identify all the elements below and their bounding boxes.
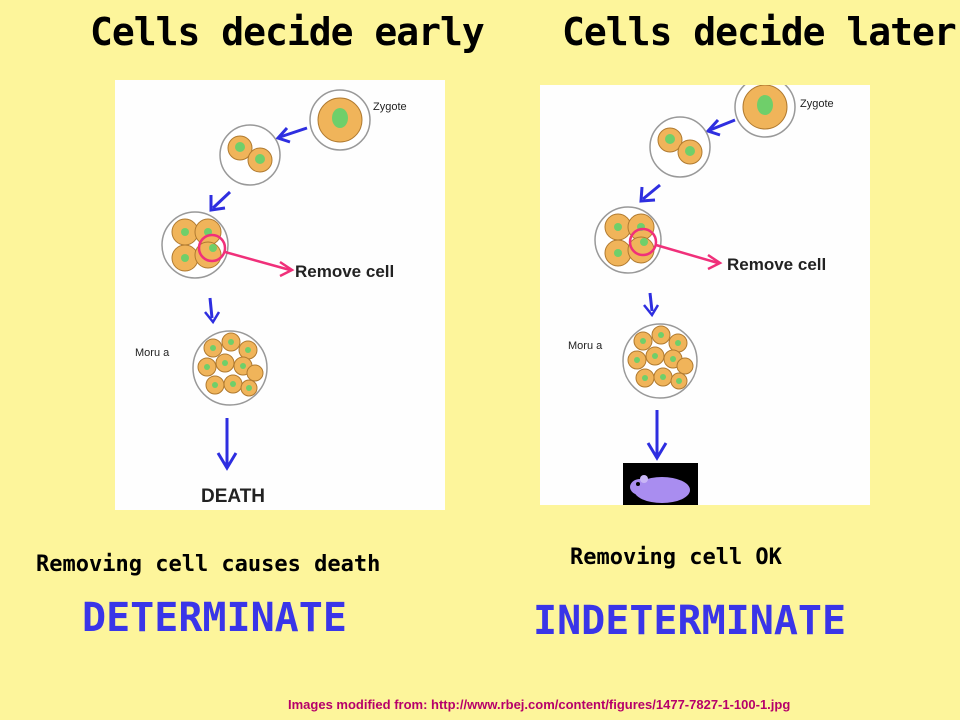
four-cell-embryo-icon [594,206,662,274]
mouse-icon [623,463,698,513]
zygote-icon [309,89,371,151]
indeterminate-label: INDETERMINATE [533,598,847,644]
arrow-icon [709,118,736,132]
title-determinate: Cells decide early [90,10,485,54]
remove-cell-label: Remove cell [295,262,394,281]
morula-label: Moru a [135,347,170,359]
embryo-diagram-right: Zygote Remove cell Moru a [568,76,834,513]
arrow-head-icon [707,253,723,271]
four-cell-embryo-icon [161,211,229,279]
arrow-icon [211,190,232,210]
caption-left: Removing cell causes death [36,552,381,577]
arrow-icon [208,297,214,319]
arrow-head-icon [643,304,660,318]
remove-arrow-icon [224,250,291,272]
morula-embryo-icon [192,330,268,406]
two-cell-embryo-icon [649,116,711,178]
source-credit: Images modified from: http://www.rbej.co… [288,697,791,712]
arrow-head-icon [209,195,226,212]
morula-embryo-icon [622,323,698,399]
embryo-diagram-left: Zygote Remove cell [135,89,407,507]
arrow-head-icon [646,442,668,461]
arrow-head-icon [216,452,238,471]
death-label: DEATH [201,486,265,507]
arrow-icon [648,292,654,312]
diagram-panel-right: Zygote Remove cell Moru a [540,76,870,513]
determinate-label: DETERMINATE [82,595,347,641]
arrow-head-icon [275,126,291,144]
title-indeterminate: Cells decide later [562,10,957,54]
arrow-head-icon [279,260,295,278]
arrow-head-icon [705,118,721,137]
zygote-icon [734,76,796,138]
arrow-head-icon [639,186,656,203]
diagram-panel-left: Zygote Remove cell [115,80,445,510]
two-cell-embryo-icon [219,124,281,186]
zygote-label: Zygote [373,101,407,113]
morula-label: Moru a [568,340,603,352]
zygote-label: Zygote [800,98,834,110]
arrow-icon [642,183,661,201]
arrow-head-icon [204,311,221,325]
caption-right: Removing cell OK [570,545,782,570]
arrow-icon [279,126,308,139]
remove-arrow-icon [655,243,719,265]
remove-cell-label: Remove cell [727,255,826,274]
